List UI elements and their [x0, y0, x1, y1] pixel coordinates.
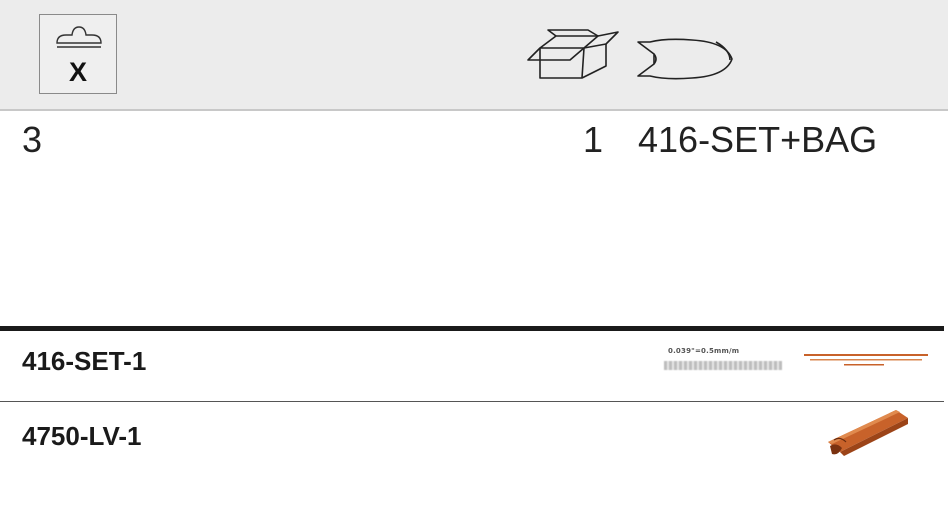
- rod-icon: [828, 410, 908, 456]
- fish-icon: [637, 38, 733, 80]
- hanger-icon: [56, 26, 102, 48]
- hang-symbol: X: [68, 57, 87, 87]
- hang-hole-box: X: [39, 14, 117, 94]
- item-code: 4750-LV-1: [22, 421, 142, 451]
- quantity-right: 1: [583, 119, 604, 160]
- gauge-thumbnail: 0.039"=0.5mm/m: [664, 345, 784, 375]
- list-item: 4750-LV-1: [0, 402, 944, 472]
- feeler-gauge-icon: [804, 354, 928, 366]
- section-divider: [0, 326, 944, 331]
- list-item: 416-SET-1 0.039"=0.5mm/m: [0, 331, 944, 402]
- set-code: 416-SET+BAG: [638, 119, 878, 160]
- gauge-thumbnail-label: 0.039"=0.5mm/m: [668, 347, 740, 355]
- quantity-left: 3: [22, 119, 43, 160]
- header-band: X: [0, 0, 948, 111]
- item-code: 416-SET-1: [22, 346, 147, 376]
- box-icon: [527, 29, 619, 79]
- gauge-scale: [664, 361, 782, 370]
